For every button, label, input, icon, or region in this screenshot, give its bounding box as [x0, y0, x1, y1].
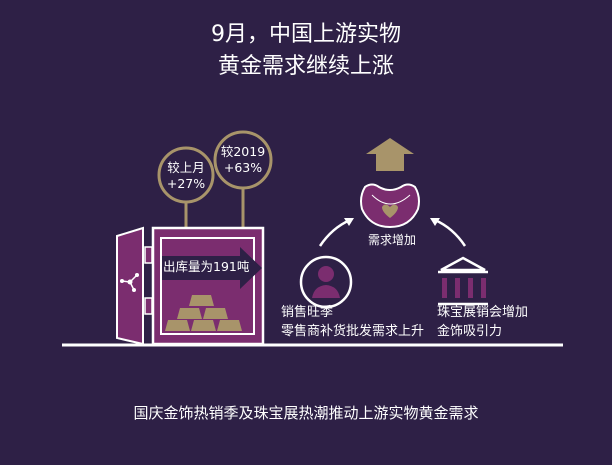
person-icon [299, 255, 353, 309]
outflow-arrow-icon [162, 247, 262, 289]
title-line-2: 黄金需求继续上涨 [217, 54, 394, 79]
left-factor-line-2: 零售商补货批发需求上升 [281, 324, 425, 339]
gold-bars-icon [165, 295, 242, 331]
curved-arrow-icon [434, 218, 467, 247]
right-factor-line-2: 金饰吸引力 [437, 324, 503, 339]
curved-arrow-icon [318, 218, 351, 247]
badge-label: 较2019 [220, 144, 266, 159]
necklace-icon [360, 183, 420, 229]
badge-value: +63% [223, 160, 263, 175]
badge-month: 较上月 +27% [159, 160, 213, 192]
badge-value: +27% [166, 176, 206, 191]
right-factor-line-1: 珠宝展销会增加 [437, 305, 529, 320]
up-arrow-icon [366, 138, 414, 171]
demand-label: 需求增加 [367, 233, 416, 247]
footer-caption: 国庆金饰热销季及珠宝展热潮推动上游实物黄金需求 [133, 404, 479, 422]
outflow-label: 出库量为191吨 [163, 259, 250, 274]
badge-2019: 较2019 +63% [213, 144, 273, 176]
badge-circle [213, 130, 273, 190]
safe-door-icon [116, 226, 153, 346]
left-factor-line-1: 销售旺季 [281, 305, 334, 320]
title-line-1: 9月，中国上游实物 [211, 22, 401, 47]
exhibition-hall-icon [438, 256, 488, 306]
badge-circle [157, 146, 215, 204]
badge-label: 较上月 [167, 160, 205, 175]
